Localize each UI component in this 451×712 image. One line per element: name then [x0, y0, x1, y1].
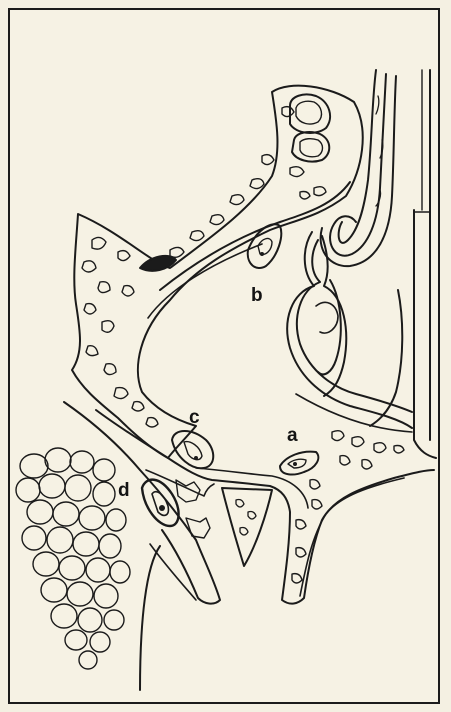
tube-a — [280, 452, 318, 475]
ragged-fragment-upper — [176, 480, 200, 502]
middle-turbinate — [287, 232, 412, 432]
label-b: b — [251, 286, 263, 305]
tube-d — [142, 480, 179, 526]
ragged-fragment-lower — [186, 518, 210, 538]
floor-trabecular-cells — [292, 431, 404, 583]
label-a: a — [287, 426, 298, 445]
tube-b — [248, 224, 281, 268]
upper-oval-structure — [290, 94, 330, 161]
fat-globules — [16, 448, 130, 669]
triangular-process-cells — [236, 500, 256, 536]
left-lower-process — [64, 402, 220, 604]
triangular-process — [222, 488, 272, 566]
label-d: d — [118, 481, 130, 500]
label-c: c — [189, 408, 200, 427]
lower-opening-curve — [140, 546, 160, 690]
tube-c — [172, 431, 213, 468]
right-wall-outer — [414, 210, 436, 458]
